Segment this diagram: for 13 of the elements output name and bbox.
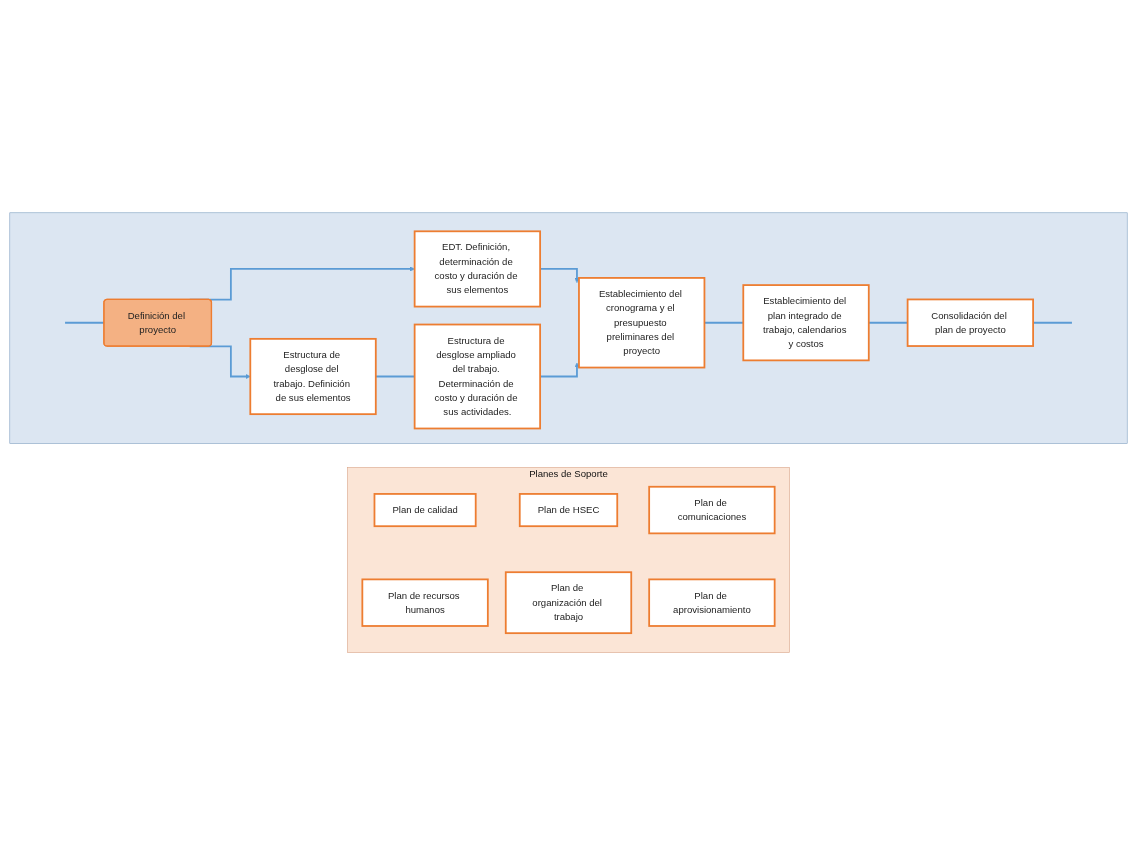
node-box: Plan de HSEC xyxy=(518,493,619,528)
node-box: Plan de aprovisionamiento xyxy=(648,578,776,628)
node-box: Plan de recursos humanos xyxy=(361,578,489,628)
node-box: Plan de organización del trabajo xyxy=(504,571,633,635)
node-box: Plan de calidad xyxy=(373,493,477,528)
node-box: Plan de comunicaciones xyxy=(648,486,776,535)
cluster xyxy=(9,212,1128,445)
node-box: EDT. Definición, determinación de costo y duración de sus elementos xyxy=(413,230,541,308)
node-box: Consolidación del plan de proyecto xyxy=(906,298,1034,348)
node-box: Estructura de desglose del trabajo. Definición de sus elementos xyxy=(249,338,377,416)
node-box: Establecimiento del plan integrado de trabajo, calendarios y costos xyxy=(742,284,870,362)
node-box: Estructura de desglose ampliado del trabajo. Determinación de costo y duración de sus actividades. xyxy=(413,323,541,430)
node-box: Establecimiento del cronograma y el presupuesto preliminares del proyecto xyxy=(578,277,706,369)
